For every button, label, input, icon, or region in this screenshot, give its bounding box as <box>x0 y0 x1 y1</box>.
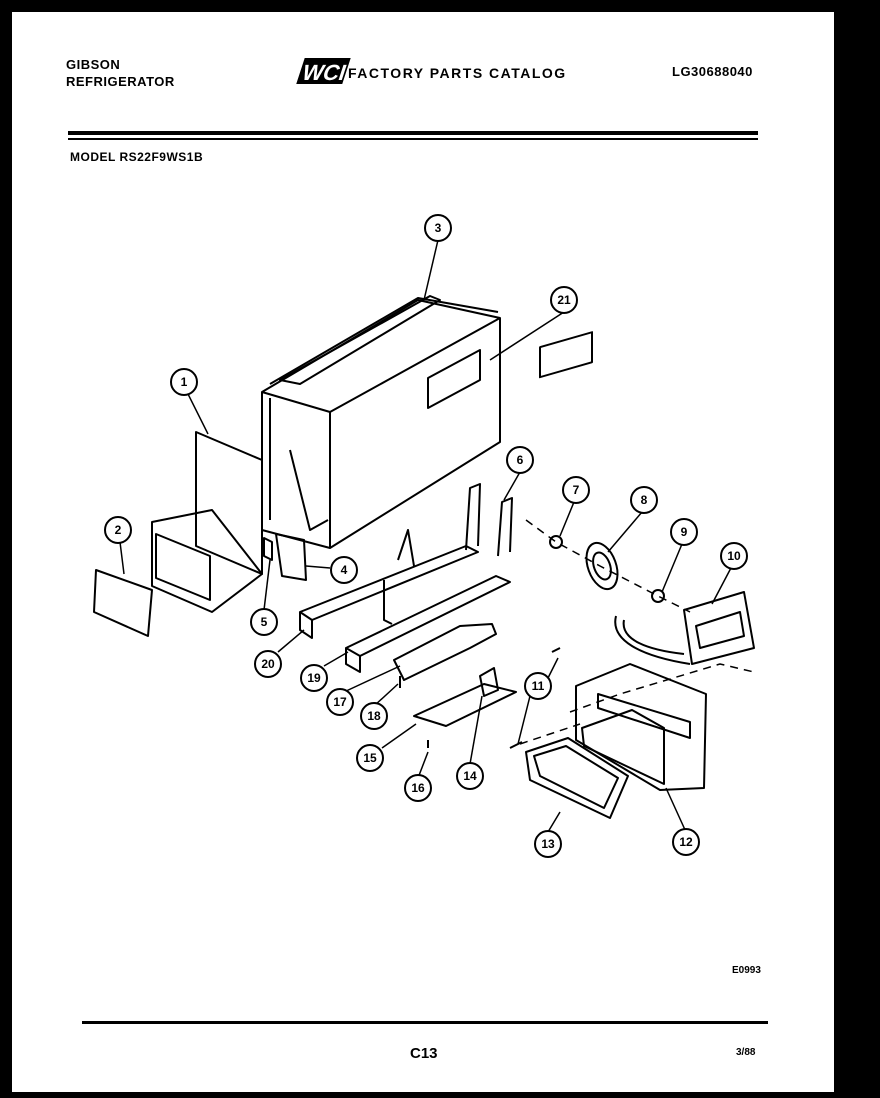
logo-text: WCI <box>299 61 350 85</box>
callout-8: 8 <box>630 486 658 514</box>
svg-text:11: 11 <box>532 679 545 693</box>
bracket <box>275 533 307 581</box>
svg-text:10: 10 <box>727 549 741 563</box>
callout-19: 19 <box>300 664 328 692</box>
svg-text:20: 20 <box>261 657 275 671</box>
callout-1: 1 <box>170 368 198 396</box>
ice-bin <box>261 295 593 549</box>
svg-text:18: 18 <box>367 709 381 723</box>
svg-text:6: 6 <box>517 453 524 467</box>
cam-gear <box>585 541 619 591</box>
callout-9: 9 <box>670 518 698 546</box>
front-panel <box>151 431 263 613</box>
callout-6: 6 <box>506 446 534 474</box>
catalog-number: LG30688040 <box>672 64 753 79</box>
callout-18: 18 <box>360 702 388 730</box>
callout-16: 16 <box>404 774 432 802</box>
catalog-title: FACTORY PARTS CATALOG <box>348 65 567 81</box>
bin-label <box>427 349 481 409</box>
callout-21: 21 <box>550 286 578 314</box>
svg-text:14: 14 <box>463 769 477 783</box>
callout-13: 13 <box>534 830 562 858</box>
dispenser-housing <box>575 663 707 791</box>
drive-motor <box>614 591 755 665</box>
header-rule-thin <box>68 138 758 140</box>
callout-10: 10 <box>720 542 748 570</box>
catalog-page <box>12 12 834 1092</box>
nut <box>549 535 563 549</box>
callout-20: 20 <box>254 650 282 678</box>
revision-date: 3/88 <box>736 1047 756 1058</box>
svg-text:17: 17 <box>333 695 347 709</box>
brand-name: GIBSON <box>66 57 121 72</box>
svg-text:15: 15 <box>363 751 377 765</box>
svg-text:1: 1 <box>181 375 188 389</box>
svg-text:3: 3 <box>435 221 442 235</box>
product-type: REFRIGERATOR <box>66 74 175 89</box>
callout-5: 5 <box>250 608 278 636</box>
clip <box>263 537 273 561</box>
auger-rails <box>299 483 513 673</box>
leader-lines <box>119 239 733 833</box>
callout-12: 12 <box>672 828 700 856</box>
svg-text:8: 8 <box>641 493 648 507</box>
callout-3: 3 <box>424 214 452 242</box>
callout-11: 11 <box>524 672 552 700</box>
callout-7: 7 <box>562 476 590 504</box>
svg-text:21: 21 <box>557 293 571 307</box>
footer-rule <box>82 1021 768 1024</box>
callout-15: 15 <box>356 744 384 772</box>
washer <box>651 589 665 603</box>
svg-text:19: 19 <box>307 671 321 685</box>
svg-text:9: 9 <box>681 525 688 539</box>
wci-logo: WCI <box>296 58 351 85</box>
brand-block: GIBSON REFRIGERATOR <box>66 56 175 90</box>
front-plate <box>93 569 153 637</box>
mounting-plate <box>413 683 517 727</box>
callout-17: 17 <box>326 688 354 716</box>
coil-spring <box>393 623 497 681</box>
callout-14: 14 <box>456 762 484 790</box>
switch <box>479 667 499 697</box>
screw-11 <box>509 647 561 749</box>
svg-text:2: 2 <box>115 523 122 537</box>
header-rule-thick <box>68 131 758 135</box>
svg-text:5: 5 <box>261 615 268 629</box>
svg-text:12: 12 <box>679 835 693 849</box>
svg-text:13: 13 <box>541 837 555 851</box>
model-number: MODEL RS22F9WS1B <box>70 150 204 164</box>
page-number: C13 <box>410 1045 438 1062</box>
drawing-code: E0993 <box>732 965 761 976</box>
svg-text:16: 16 <box>411 781 425 795</box>
alignment-lines <box>519 519 755 745</box>
callout-4: 4 <box>330 556 358 584</box>
callout-2: 2 <box>104 516 132 544</box>
svg-text:4: 4 <box>341 563 348 577</box>
gasket <box>525 737 629 819</box>
callout-markers: 3 21 1 2 4 5 6 7 8 9 10 11 12 13 14 15 1… <box>104 214 748 858</box>
svg-text:7: 7 <box>573 483 580 497</box>
